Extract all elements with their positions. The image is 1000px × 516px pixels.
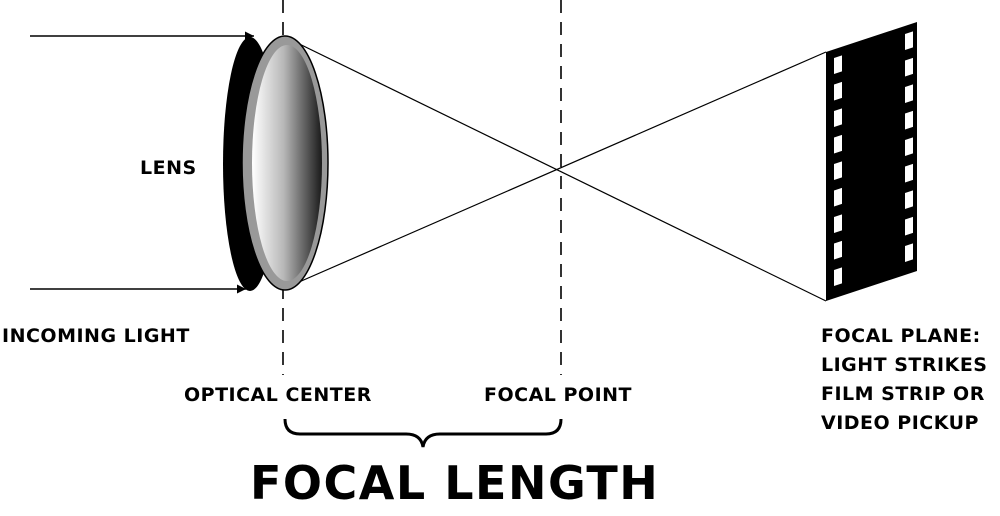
ray-top-to-bottom xyxy=(282,35,827,302)
focal-length-title: FOCAL LENGTH xyxy=(250,456,660,510)
sprocket-hole xyxy=(905,57,913,77)
sprocket-hole xyxy=(905,31,913,50)
focal-length-brace xyxy=(283,418,563,448)
sprocket-hole xyxy=(905,190,913,209)
focal-plane-line-1: FOCAL PLANE: xyxy=(821,325,981,347)
sprocket-hole xyxy=(834,267,842,286)
sprocket-hole xyxy=(834,161,842,180)
sprocket-hole xyxy=(905,163,913,183)
focal-plane-line-4: VIDEO PICKUP xyxy=(821,412,979,434)
optical-center-label: OPTICAL CENTER xyxy=(184,384,372,406)
sprocket-hole xyxy=(834,55,842,74)
sprocket-hole xyxy=(905,137,913,156)
lens xyxy=(223,35,329,291)
incoming-light-label: INCOMING LIGHT xyxy=(2,325,190,347)
focal-point-label: FOCAL POINT xyxy=(484,384,633,406)
focal-plane-line-2: LIGHT STRIKES xyxy=(821,354,988,376)
sprocket-hole xyxy=(834,187,842,207)
sprocket-hole xyxy=(834,134,842,154)
lens-label: LENS xyxy=(140,157,197,179)
sprocket-hole xyxy=(834,81,842,101)
focal-plane-line-3: FILM STRIP OR xyxy=(821,383,985,405)
sprocket-hole xyxy=(834,240,842,260)
sprocket-hole xyxy=(834,108,842,127)
focal-plane-caption: FOCAL PLANE: LIGHT STRIKES FILM STRIP OR… xyxy=(821,322,987,438)
ray-bottom-to-top xyxy=(282,51,827,290)
sprocket-hole xyxy=(905,110,913,130)
sprocket-hole xyxy=(905,216,913,236)
sprocket-hole xyxy=(905,243,913,262)
sprocket-hole xyxy=(905,84,913,103)
sprocket-hole xyxy=(834,214,842,233)
film-strip xyxy=(826,22,917,301)
